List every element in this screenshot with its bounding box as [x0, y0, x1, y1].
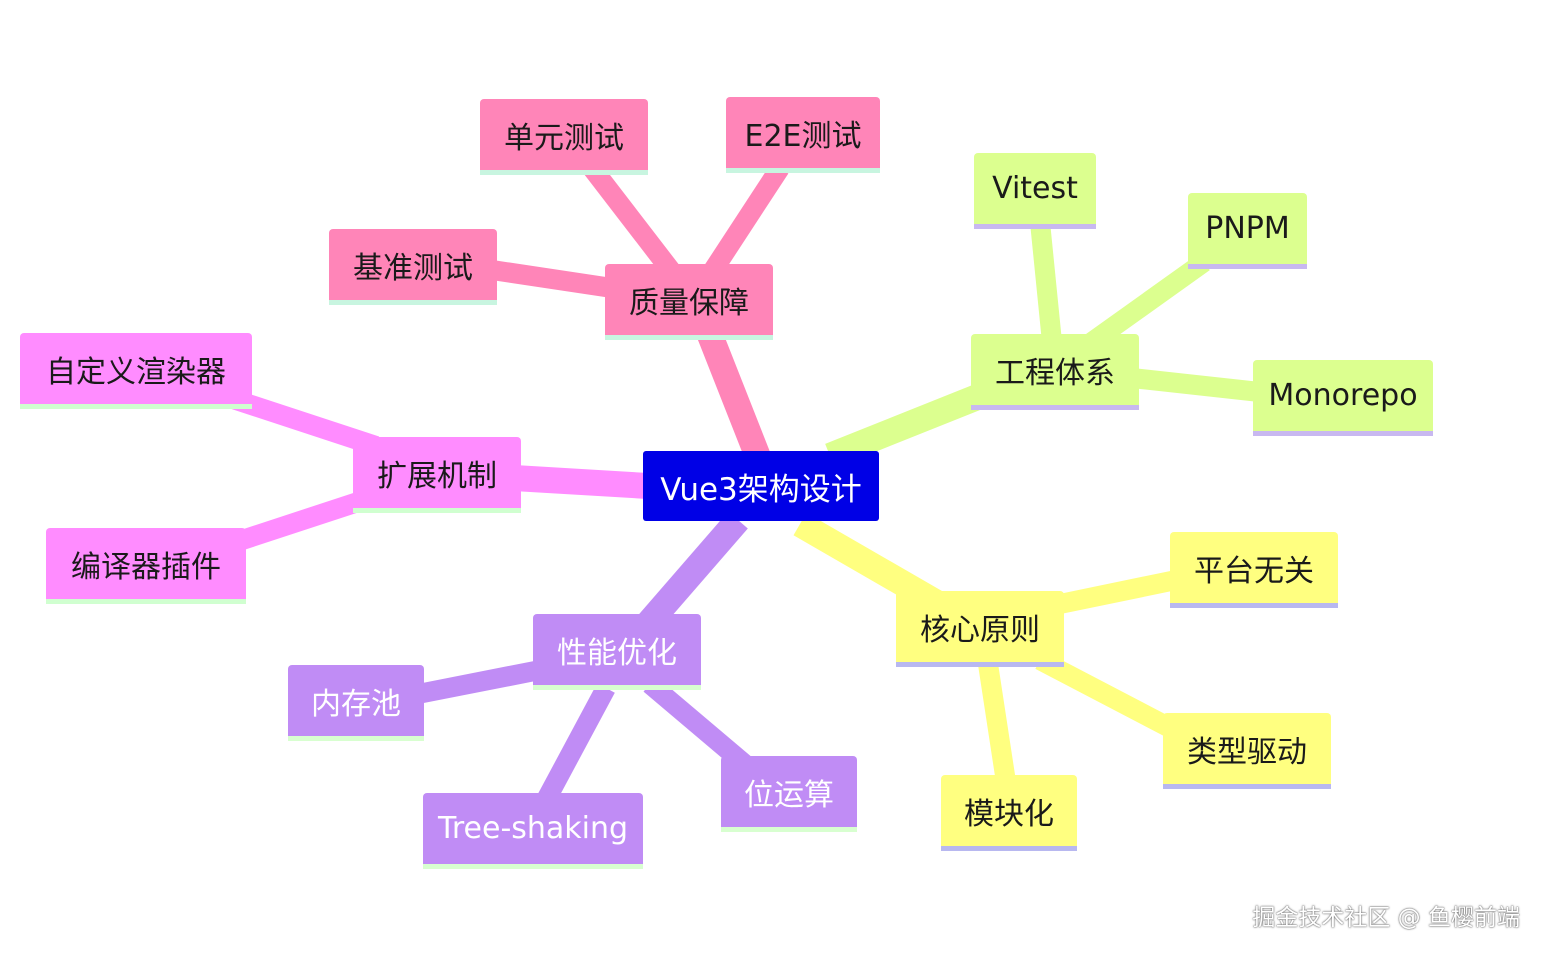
- node-benchmark-test[interactable]: 基准测试: [329, 229, 497, 305]
- node-e2e-test-label: E2E测试: [744, 118, 862, 154]
- node-tree-shaking[interactable]: Tree-shaking: [423, 793, 643, 869]
- node-quality[interactable]: 质量保障: [605, 264, 773, 340]
- node-platform-agnostic-label: 平台无关: [1194, 553, 1314, 589]
- edge-root-engineering: [825, 379, 995, 469]
- edge-root-quality: [695, 325, 773, 467]
- edge-principles-modular: [978, 662, 1016, 784]
- node-tree-shaking-label: Tree-shaking: [437, 811, 629, 846]
- node-extension[interactable]: 扩展机制: [353, 437, 521, 513]
- edge-extension-compiler: [226, 490, 368, 554]
- node-monorepo-label: Monorepo: [1268, 378, 1418, 413]
- edge-quality-unit: [584, 161, 680, 279]
- edge-extension-renderer: [226, 388, 380, 456]
- node-memory-pool[interactable]: 内存池: [288, 665, 424, 741]
- node-engineering[interactable]: 工程体系: [971, 334, 1139, 410]
- node-modular[interactable]: 模块化: [941, 775, 1077, 851]
- root-label: Vue3架构设计: [660, 471, 862, 508]
- node-benchmark-test-label: 基准测试: [353, 250, 473, 286]
- node-unit-test-label: 单元测试: [504, 120, 624, 156]
- node-modular-label: 模块化: [964, 796, 1054, 832]
- node-type-driven[interactable]: 类型驱动: [1163, 713, 1331, 789]
- edge-quality-bench: [490, 260, 614, 298]
- node-extension-label: 扩展机制: [377, 458, 497, 494]
- edge-quality-e2e: [703, 162, 789, 278]
- watermark: 掘金技术社区 @ 鱼樱前端: [1252, 905, 1520, 931]
- edge-performance-treeshaking: [537, 683, 615, 805]
- node-vitest-label: Vitest: [992, 171, 1078, 206]
- node-unit-test[interactable]: 单元测试: [480, 99, 648, 175]
- edge-principles-platform: [1057, 570, 1179, 614]
- edge-engineering-monorepo: [1130, 368, 1262, 402]
- node-engineering-label: 工程体系: [995, 355, 1115, 391]
- node-type-driven-label: 类型驱动: [1187, 734, 1307, 770]
- node-bit-operations[interactable]: 位运算: [721, 756, 857, 832]
- node-platform-agnostic[interactable]: 平台无关: [1170, 532, 1338, 608]
- node-performance[interactable]: 性能优化: [533, 614, 701, 690]
- node-compiler-plugin-label: 编译器插件: [71, 549, 221, 585]
- edge-principles-typed: [1035, 651, 1179, 739]
- root-node[interactable]: Vue3架构设计: [643, 451, 879, 521]
- node-principles-label: 核心原则: [920, 612, 1040, 648]
- node-pnpm-label: PNPM: [1205, 211, 1290, 246]
- edge-performance-mempool: [416, 660, 542, 704]
- edge-root-extension: [513, 465, 649, 499]
- node-compiler-plugin[interactable]: 编译器插件: [46, 528, 246, 604]
- node-bit-operations-label: 位运算: [744, 777, 834, 813]
- edge-engineering-pnpm: [1086, 253, 1210, 351]
- edge-engineering-vitest: [1030, 221, 1062, 343]
- node-custom-renderer[interactable]: 自定义渲染器: [20, 333, 252, 409]
- node-pnpm[interactable]: PNPM: [1188, 193, 1307, 269]
- edge-root-performance: [636, 511, 748, 635]
- node-memory-pool-label: 内存池: [311, 686, 401, 722]
- node-custom-renderer-label: 自定义渲染器: [46, 354, 226, 390]
- node-monorepo[interactable]: Monorepo: [1253, 360, 1433, 436]
- node-principles[interactable]: 核心原则: [896, 591, 1064, 667]
- node-vitest[interactable]: Vitest: [974, 153, 1096, 229]
- node-quality-label: 质量保障: [629, 285, 749, 321]
- node-e2e-test[interactable]: E2E测试: [726, 97, 880, 173]
- node-performance-label: 性能优化: [557, 635, 677, 671]
